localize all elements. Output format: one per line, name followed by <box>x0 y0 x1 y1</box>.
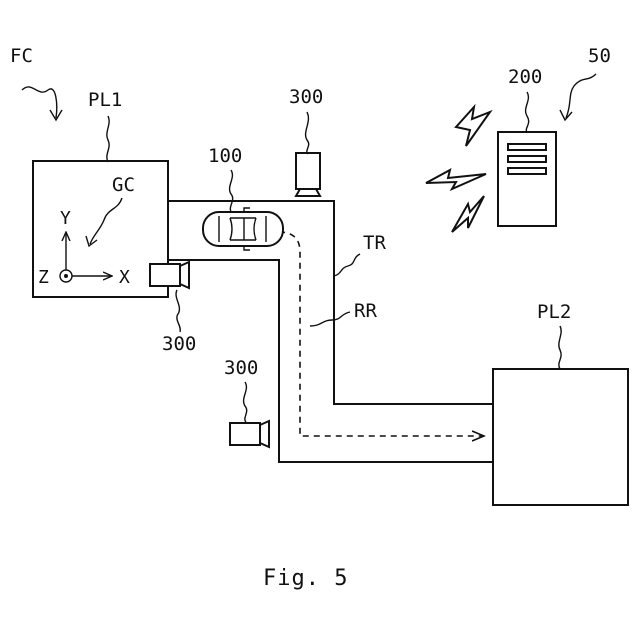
vehicle-icon <box>203 208 283 250</box>
wireless-bolt-bottom-icon <box>452 196 484 232</box>
camera-left-label: 300 <box>162 333 196 355</box>
server-label: 200 <box>508 66 542 88</box>
camera-left-icon <box>150 262 189 288</box>
place-1-leader <box>107 116 109 162</box>
camera-bottom-leader <box>244 382 247 422</box>
wireless-bolt-middle-icon <box>426 170 486 189</box>
place-1-label: PL1 <box>88 89 122 111</box>
server-leader <box>526 92 529 132</box>
server-icon <box>498 132 556 226</box>
z-axis-dot <box>64 274 68 278</box>
system-leader-arrowhead <box>560 110 572 120</box>
track-label: TR <box>363 232 386 254</box>
vehicle-label: 100 <box>208 145 242 167</box>
camera-bottom-label: 300 <box>224 357 258 379</box>
camera-bottom-icon <box>230 421 269 447</box>
system-leader <box>566 74 596 118</box>
route-leader <box>310 312 350 326</box>
figure-caption: Fig. 5 <box>263 566 348 591</box>
track-inner-edge <box>168 260 493 462</box>
route-label: RR <box>354 300 377 322</box>
z-axis-label: Z <box>38 267 49 288</box>
place-2-leader <box>559 326 561 369</box>
y-axis-label: Y <box>60 208 71 229</box>
system-label: 50 <box>588 45 611 67</box>
place-2-box <box>493 369 628 505</box>
route-path <box>279 232 484 436</box>
camera-left-leader <box>176 290 180 332</box>
wireless-bolt-top-icon <box>456 107 490 146</box>
camera-top-icon <box>296 153 320 196</box>
global-coord-leader <box>90 198 122 244</box>
global-coord-label: GC <box>112 174 135 196</box>
x-axis-label: X <box>119 267 130 288</box>
place-2-label: PL2 <box>537 301 571 323</box>
track-leader <box>334 254 360 276</box>
camera-top-leader <box>306 112 309 154</box>
vehicle-leader <box>230 170 233 212</box>
facility-label: FC <box>10 45 33 67</box>
camera-top-label: 300 <box>289 86 323 108</box>
